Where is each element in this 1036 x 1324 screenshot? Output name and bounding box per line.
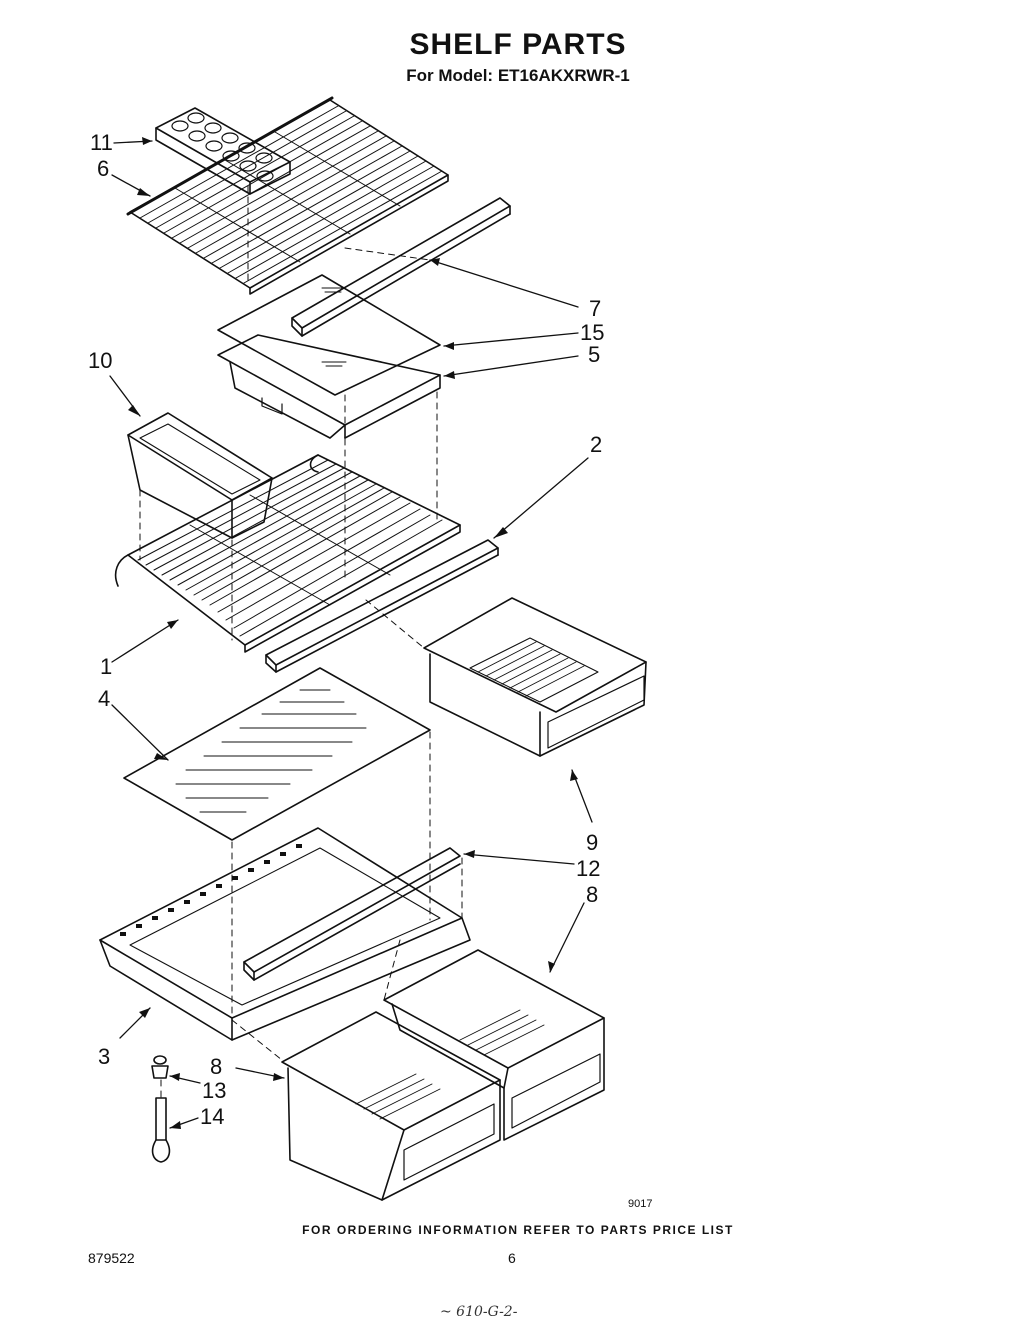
part-8-crisper-pan-right bbox=[383, 949, 605, 1141]
leader-lines bbox=[109, 140, 593, 1129]
part-7-shelf-trim bbox=[291, 197, 511, 337]
callout-14: 14 bbox=[200, 1104, 224, 1129]
part-8-crisper-pan-left bbox=[281, 1011, 501, 1201]
callout-10: 10 bbox=[88, 348, 112, 373]
callout-8b: 8 bbox=[210, 1054, 222, 1079]
part-12-cover-trim bbox=[243, 847, 461, 981]
part-1-wire-shelf bbox=[114, 454, 461, 653]
part-2-shelf-trim bbox=[265, 539, 499, 673]
part-5-shelf-frame bbox=[217, 334, 441, 439]
figure-number: 9017 bbox=[628, 1198, 653, 1210]
part-4-glass-shelf bbox=[123, 667, 431, 841]
arrowheads bbox=[128, 137, 578, 1129]
callout-2: 2 bbox=[590, 432, 602, 457]
callout-15: 15 bbox=[580, 320, 604, 345]
callout-11: 11 bbox=[90, 130, 113, 155]
part-15-glass-insert bbox=[217, 274, 441, 396]
callout-7: 7 bbox=[589, 296, 601, 321]
callout-1: 1 bbox=[100, 654, 112, 679]
alignment-lines bbox=[139, 185, 463, 1099]
document-number: 879522 bbox=[88, 1250, 135, 1266]
page-number: 6 bbox=[508, 1250, 516, 1266]
part-13-cam bbox=[151, 1055, 169, 1079]
callout-4: 4 bbox=[98, 686, 110, 711]
callout-12: 12 bbox=[576, 856, 600, 881]
callout-13: 13 bbox=[202, 1078, 226, 1103]
callout-8a: 8 bbox=[586, 882, 598, 907]
part-11-ice-tray bbox=[155, 107, 291, 195]
part-10-bin bbox=[127, 412, 273, 539]
callout-9: 9 bbox=[586, 830, 598, 855]
part-6-wire-shelf bbox=[126, 96, 449, 295]
ordering-note: FOR ORDERING INFORMATION REFER TO PARTS … bbox=[302, 1223, 734, 1237]
part-3-cover-frame bbox=[99, 827, 471, 1041]
callout-5: 5 bbox=[588, 342, 600, 367]
handwritten-note: ~ 610-G-2- bbox=[440, 1304, 518, 1320]
callout-6: 6 bbox=[97, 156, 109, 181]
callout-3: 3 bbox=[98, 1044, 110, 1069]
part-9-meat-pan bbox=[423, 597, 647, 757]
page-title: SHELF PARTS bbox=[409, 28, 627, 61]
part-14-shaft bbox=[151, 1097, 171, 1163]
model-subtitle: For Model: ET16AKXRWR-1 bbox=[406, 66, 630, 85]
callout-labels: 11 6 7 15 5 10 2 1 4 9 12 8 3 8 13 14 bbox=[88, 130, 604, 1129]
